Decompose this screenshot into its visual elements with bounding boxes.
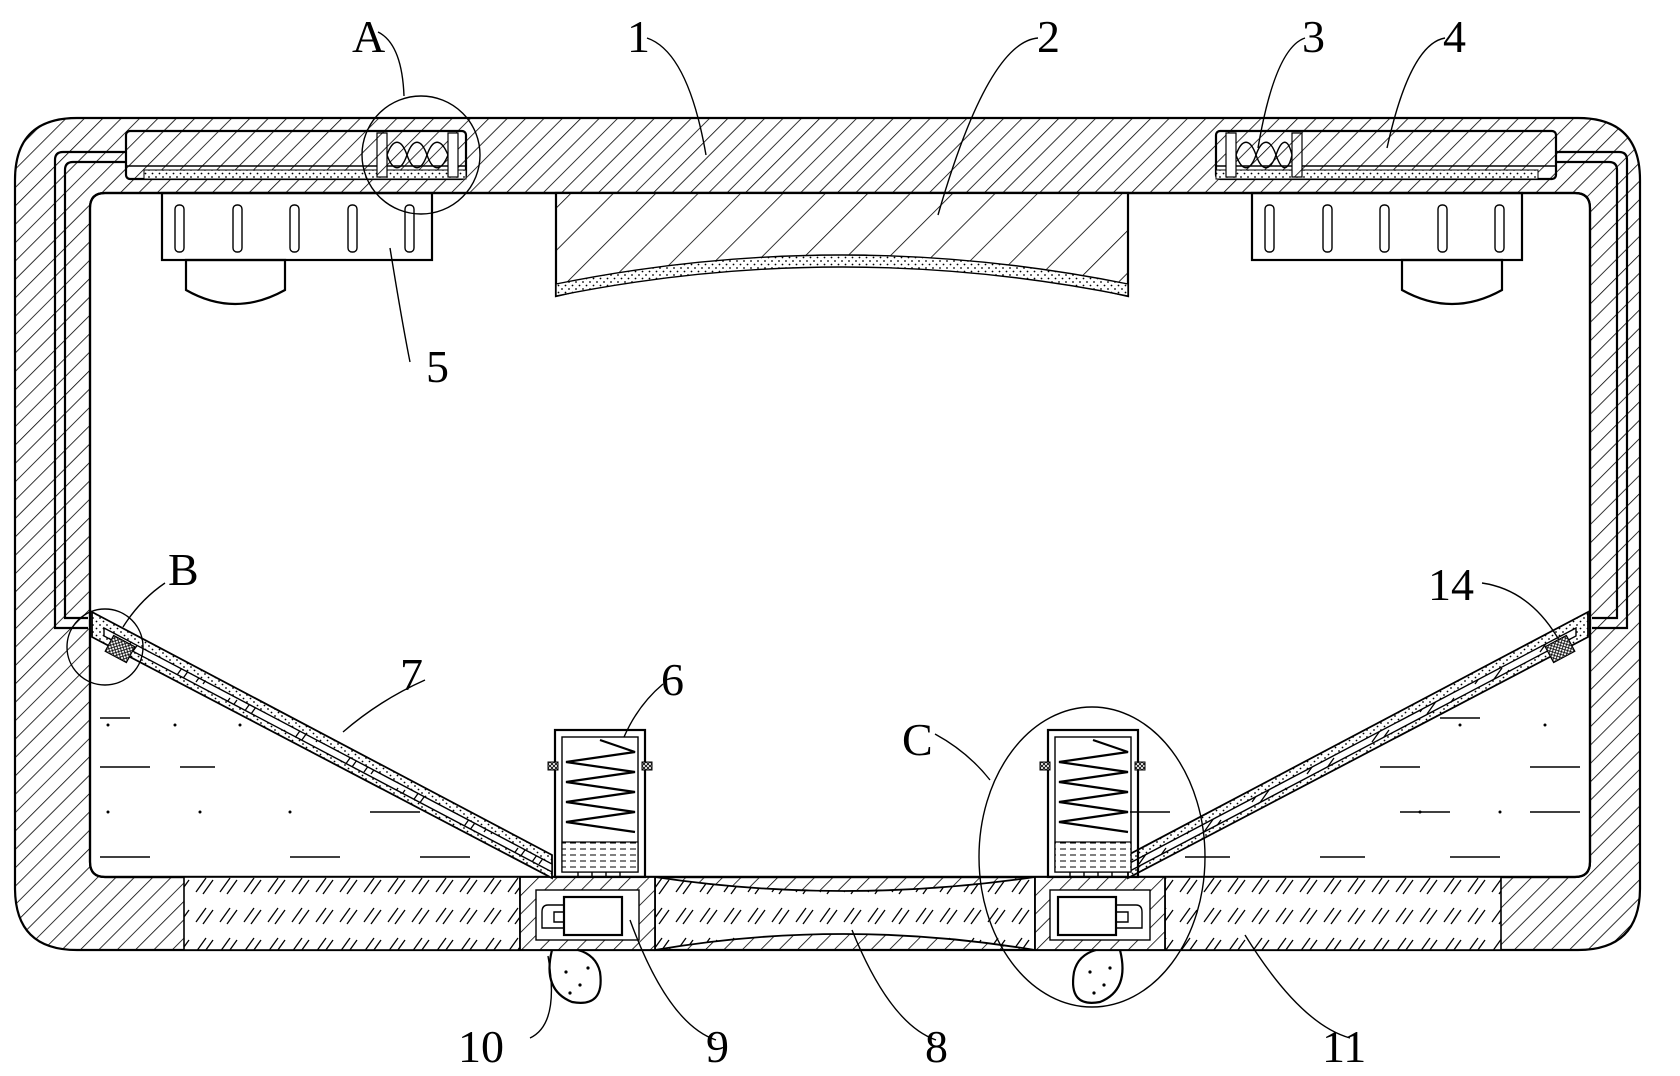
right-spring-cylinder [1039, 728, 1146, 879]
label-9: 9 [706, 1021, 729, 1072]
label-1: 1 [627, 11, 650, 62]
label-10: 10 [458, 1021, 504, 1072]
center-reflector [554, 191, 1130, 298]
label-c: C [902, 714, 933, 765]
bottom-glass-left [183, 876, 521, 951]
label-11: 11 [1322, 1021, 1366, 1072]
leader-lines [122, 31, 1560, 1041]
label-6: 6 [661, 654, 684, 705]
reference-labels: A 1 2 3 4 5 B 14 7 6 C 10 9 8 11 [168, 11, 1474, 1072]
right-rail [1214, 129, 1558, 181]
label-7: 7 [400, 649, 423, 700]
detail-circle-c [978, 706, 1206, 1008]
detail-circle-b [66, 608, 144, 686]
right-rail-spring [1225, 132, 1303, 178]
right-drop-nozzle [1071, 948, 1124, 1004]
right-valve-housing [1034, 876, 1166, 951]
label-a: A [352, 11, 385, 62]
left-rail-spring [376, 132, 459, 178]
label-14: 14 [1428, 559, 1474, 610]
right-inclined-plate [1127, 610, 1589, 880]
bottom-glass-right [1164, 876, 1502, 951]
right-side-pipe [1556, 150, 1629, 630]
left-drop-nozzle [548, 948, 602, 1004]
left-fan-block [160, 191, 434, 305]
label-5: 5 [426, 341, 449, 392]
label-b: B [168, 544, 199, 595]
left-inclined-plate [91, 610, 553, 880]
left-spring-cylinder [547, 728, 653, 879]
label-3: 3 [1302, 11, 1325, 62]
label-2: 2 [1037, 11, 1060, 62]
label-8: 8 [925, 1021, 948, 1072]
label-4: 4 [1443, 11, 1466, 62]
left-valve-housing [519, 876, 656, 951]
left-side-pipe [53, 150, 126, 630]
left-rail [124, 129, 468, 181]
liquid-surface-marks [100, 717, 1580, 858]
inner-cavity [88, 191, 1592, 879]
detail-circle-a [361, 95, 481, 215]
right-fan-block [1250, 191, 1524, 305]
